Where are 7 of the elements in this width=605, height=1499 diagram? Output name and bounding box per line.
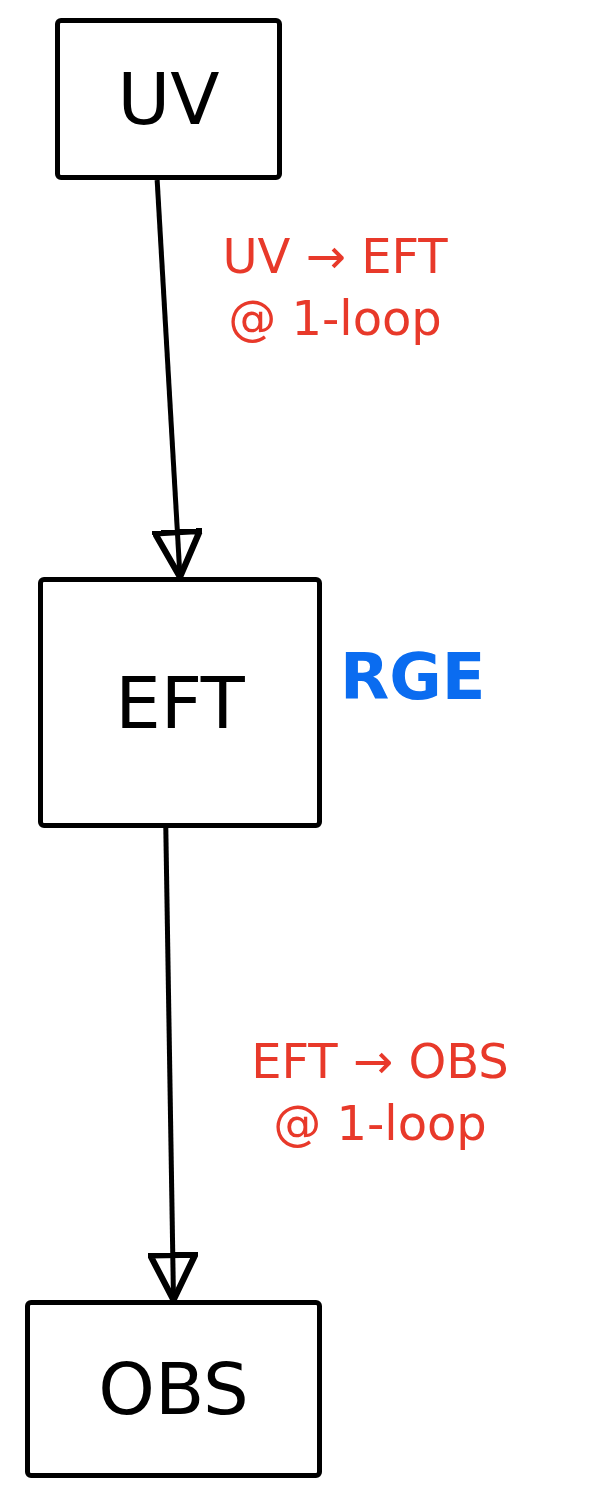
- node-label: UV: [117, 57, 220, 141]
- process-box: [25, 1300, 322, 1478]
- node-label: OBS: [98, 1347, 249, 1431]
- node-label: EFT: [115, 660, 245, 745]
- process-box: [55, 18, 282, 180]
- annotation-text: RGE: [340, 640, 486, 714]
- process-box: [38, 577, 322, 828]
